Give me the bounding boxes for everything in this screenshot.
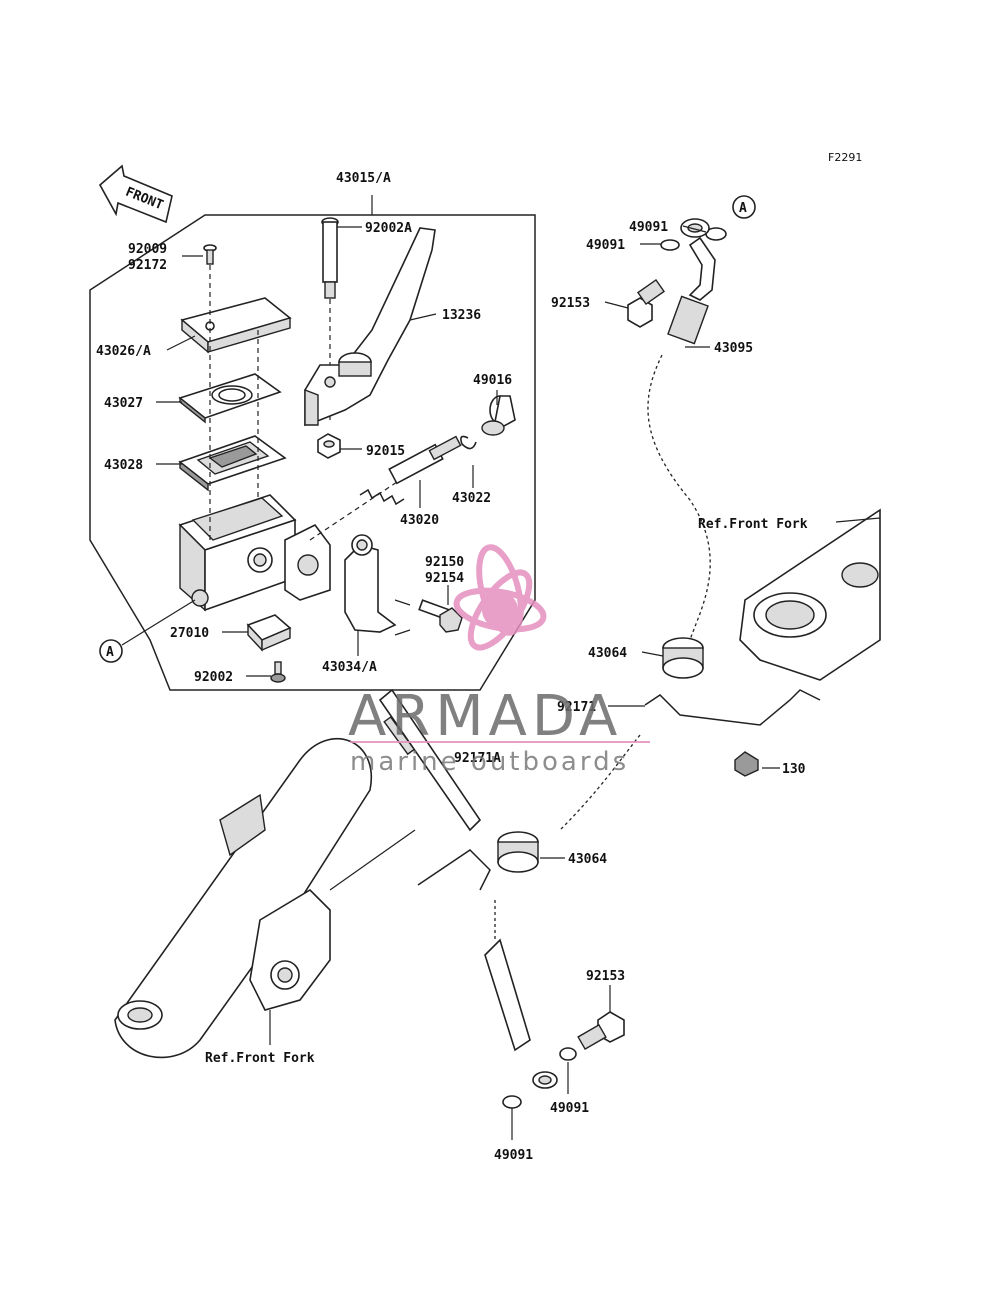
- label-43064-top: 43064: [588, 646, 627, 661]
- label-92009: 92009: [128, 242, 167, 257]
- reservoir-cap: [180, 297, 292, 354]
- label-49016: 49016: [473, 373, 512, 388]
- piston-assembly: [359, 435, 462, 506]
- diaphragm-plate: [178, 373, 282, 424]
- front-arrow-icon: FRONT: [98, 164, 173, 224]
- upper-grommet: [662, 637, 704, 679]
- label-92171a: 92171A: [454, 751, 501, 766]
- label-43020: 43020: [400, 513, 439, 528]
- dust-boot: [481, 395, 516, 436]
- front-fork-upper: [739, 508, 881, 681]
- watermark: ARMADA marine outboards: [348, 544, 650, 777]
- label-49091-bottom-2: 49091: [494, 1148, 533, 1163]
- brake-light-switch: [246, 614, 292, 652]
- pivot-bolt: [321, 217, 339, 299]
- label-13236: 13236: [442, 308, 481, 323]
- brake-lever: [304, 227, 436, 427]
- label-49091-top-2: 49091: [586, 238, 625, 253]
- label-92002: 92002: [194, 670, 233, 685]
- label-43064-bottom: 43064: [568, 852, 607, 867]
- label-43027: 43027: [104, 396, 143, 411]
- pivot-nut: [317, 433, 341, 459]
- master-cylinder-body: [178, 494, 331, 612]
- svg-text:A: A: [106, 645, 114, 660]
- hose-bracket: [378, 688, 491, 891]
- circlip: [460, 435, 477, 450]
- watermark-brand: ARMADA: [348, 684, 622, 749]
- label-49091-bottom-1: 49091: [550, 1101, 589, 1116]
- brake-hose: [647, 354, 711, 641]
- callout-a-right: A: [732, 195, 756, 219]
- diaphragm: [178, 435, 287, 492]
- label-92171: 92171: [557, 700, 596, 715]
- label-92015: 92015: [366, 444, 405, 459]
- upper-banjo-fitting: [660, 218, 727, 345]
- handlebar-clamp: [344, 534, 411, 636]
- front-fork-lower: [114, 737, 416, 1059]
- label-43022: 43022: [452, 491, 491, 506]
- label-49091-top-1: 49091: [629, 220, 668, 235]
- label-43026-a: 43026/A: [96, 344, 151, 359]
- label-43095: 43095: [714, 341, 753, 356]
- ref-front-fork-top: Ref.Front Fork: [698, 517, 808, 532]
- lower-grommet: [497, 831, 539, 873]
- svg-text:A: A: [739, 201, 747, 216]
- label-92172: 92172: [128, 258, 167, 273]
- guide-bolt: [734, 751, 759, 777]
- label-92150: 92150: [425, 555, 464, 570]
- watermark-tagline: marine outboards: [350, 747, 629, 777]
- label-27010: 27010: [170, 626, 209, 641]
- label-130: 130: [782, 762, 806, 777]
- label-43028: 43028: [104, 458, 143, 473]
- assembly-boundary: [89, 195, 536, 691]
- label-43034-a: 43034/A: [322, 660, 377, 675]
- clamp-bolt: [418, 599, 463, 633]
- hose-guide-wire: [644, 689, 821, 726]
- cap-screw: [203, 244, 217, 265]
- upper-banjo-bolt: [627, 278, 666, 328]
- label-92154: 92154: [425, 571, 464, 586]
- label-92153-bottom: 92153: [586, 969, 625, 984]
- label-43015-a: 43015/A: [336, 171, 391, 186]
- watermark-propeller-icon: [453, 544, 547, 651]
- lower-banjo-bolt: [577, 1011, 625, 1051]
- label-92002a: 92002A: [365, 221, 412, 236]
- figure-code: F2291: [828, 151, 862, 164]
- callout-a-left: A: [99, 599, 196, 663]
- label-92153-top: 92153: [551, 296, 590, 311]
- lower-hose-fitting: [484, 938, 577, 1109]
- ref-front-fork-bottom: Ref.Front Fork: [205, 1051, 315, 1066]
- switch-screw: [270, 661, 286, 683]
